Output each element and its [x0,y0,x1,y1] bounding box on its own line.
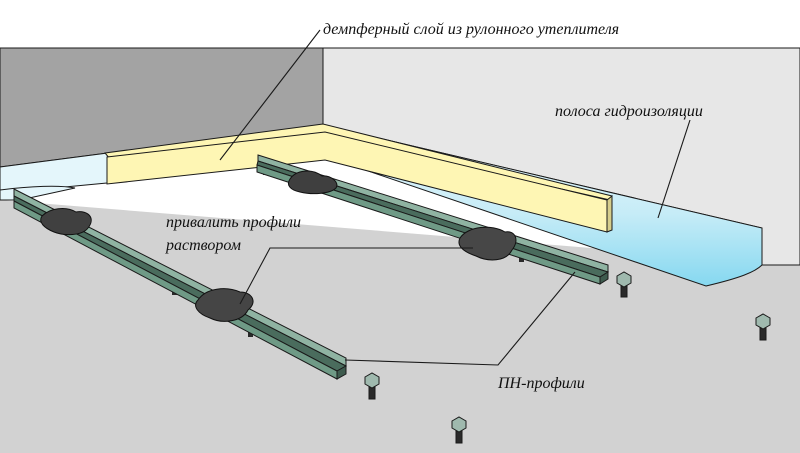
mortar-lump [287,170,338,195]
leader-lines [219,29,691,366]
mortar-lumps [40,170,517,322]
anchor-bolt-icon [451,416,467,444]
leader-damper [219,29,321,161]
label-waterproof-strip: полоса гидроизоляции [555,103,703,120]
waterproofing-turn-left [0,185,76,201]
label-mortar-line1: привалить профили [166,214,301,231]
label-mortar-line2: раствором [165,237,241,254]
label-profiles: ПН-профили [497,375,585,392]
leader-mortar [239,247,473,305]
label-damper-layer: демпферный слой из рулонного утеплителя [323,21,619,38]
anchor-bolt-icon [755,313,771,341]
anchor-bolt-icon [616,271,632,298]
damper-insulation-layer [104,123,613,233]
anchor-bolt-icon [364,372,380,400]
pn-profile-left [13,188,348,380]
leader-waterproof [657,119,691,219]
mortar-lump [458,226,517,261]
mortar-lump [40,208,92,236]
pn-profile-right [256,154,610,285]
leader-profiles [344,271,576,366]
anchor-bolts [364,271,771,444]
mortar-lump [195,288,254,322]
